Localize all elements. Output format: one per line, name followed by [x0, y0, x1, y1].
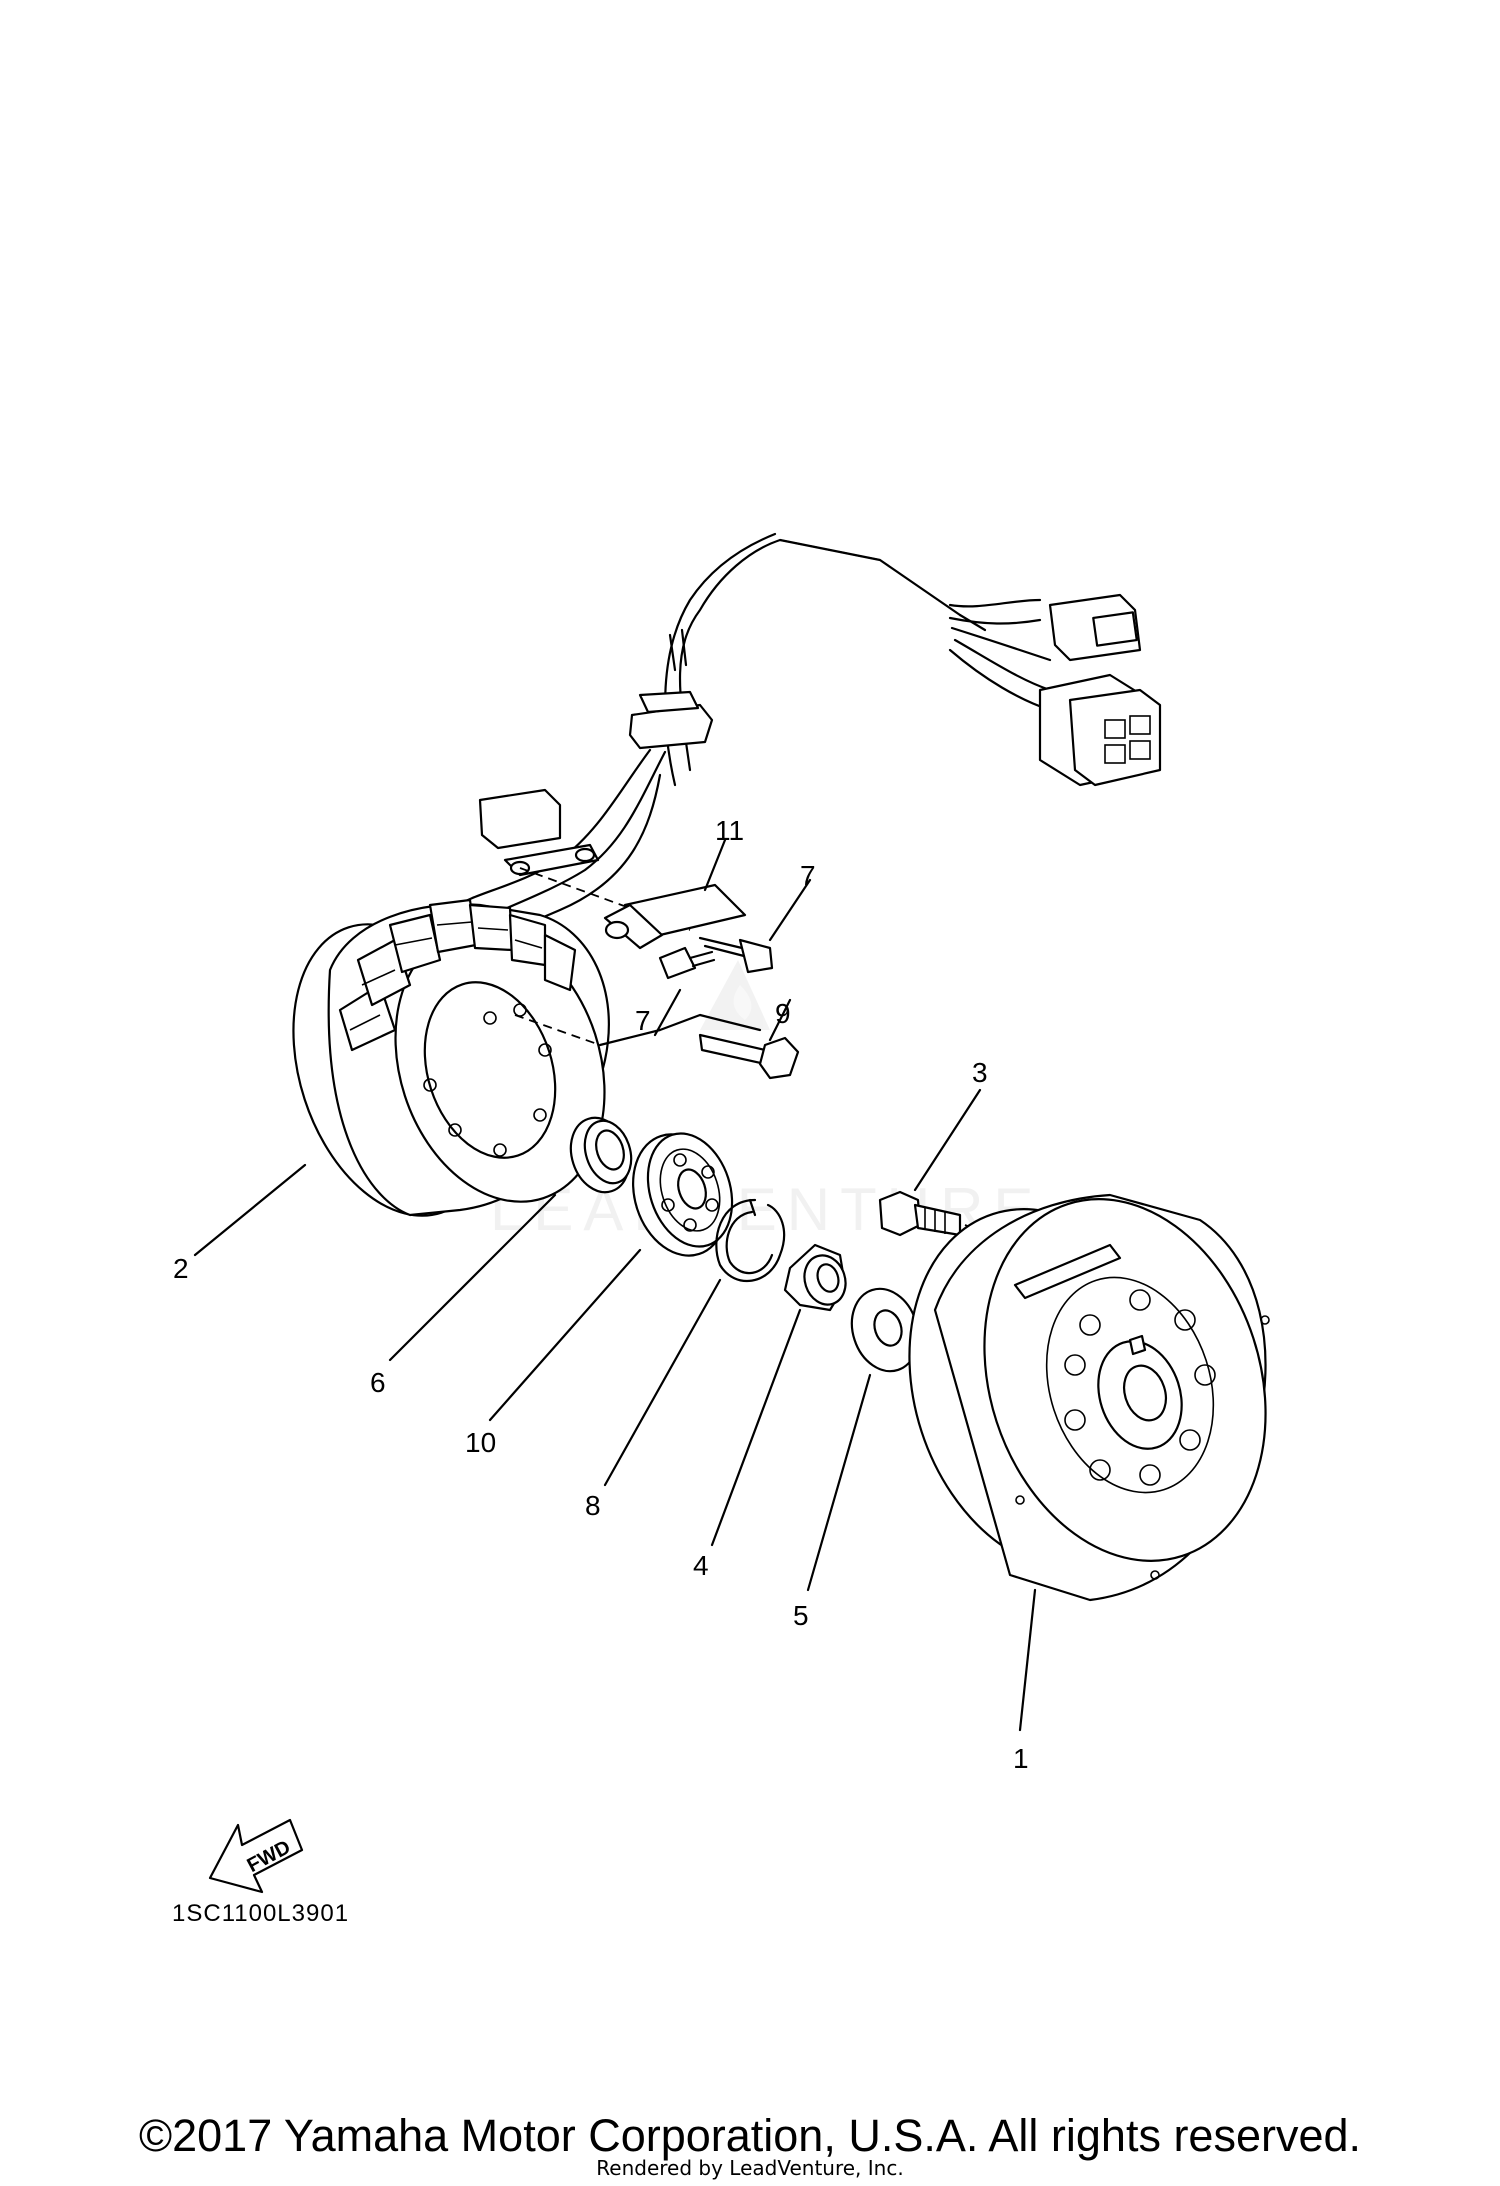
callout-5: 5 [793, 1600, 809, 1631]
callout-6: 6 [370, 1367, 386, 1398]
part-2-stator [292, 898, 610, 1217]
callout-7a: 7 [800, 860, 816, 891]
callout-1: 1 [1013, 1743, 1029, 1774]
callout-10: 10 [465, 1427, 496, 1458]
callout-4: 4 [693, 1550, 709, 1581]
copyright-notice: ©2017 Yamaha Motor Corporation, U.S.A. A… [138, 2110, 1362, 2161]
callout-3: 3 [972, 1057, 988, 1088]
part-1-rotor [908, 1193, 1270, 1602]
callout-8: 8 [585, 1490, 601, 1521]
callout-2: 2 [173, 1253, 189, 1284]
diagram-reference-code: 1SC1100L3901 [172, 1900, 350, 1927]
callout-7b: 7 [635, 1005, 651, 1036]
pickup-coil [478, 788, 691, 931]
part-7-screws [653, 878, 812, 1037]
part-6-oil-seal [569, 1116, 633, 1194]
part-9-bolt [598, 998, 800, 1080]
fwd-arrow-icon: FWD [208, 1818, 304, 1894]
part-11-bracket [603, 838, 747, 950]
leader-lines [193, 1163, 1037, 1732]
wire-harness [458, 532, 1162, 927]
callout-11: 11 [715, 815, 744, 846]
callout-9: 9 [775, 998, 791, 1029]
callout-numbers: 1 2 3 4 5 6 7 7 8 9 10 11 [173, 815, 1029, 1774]
part-8-circlip [715, 1198, 786, 1283]
part-4-nut [783, 1243, 847, 1312]
rendered-by-notice: Rendered by LeadVenture, Inc. [596, 2156, 904, 2180]
part-10-bearing [632, 1132, 734, 1257]
